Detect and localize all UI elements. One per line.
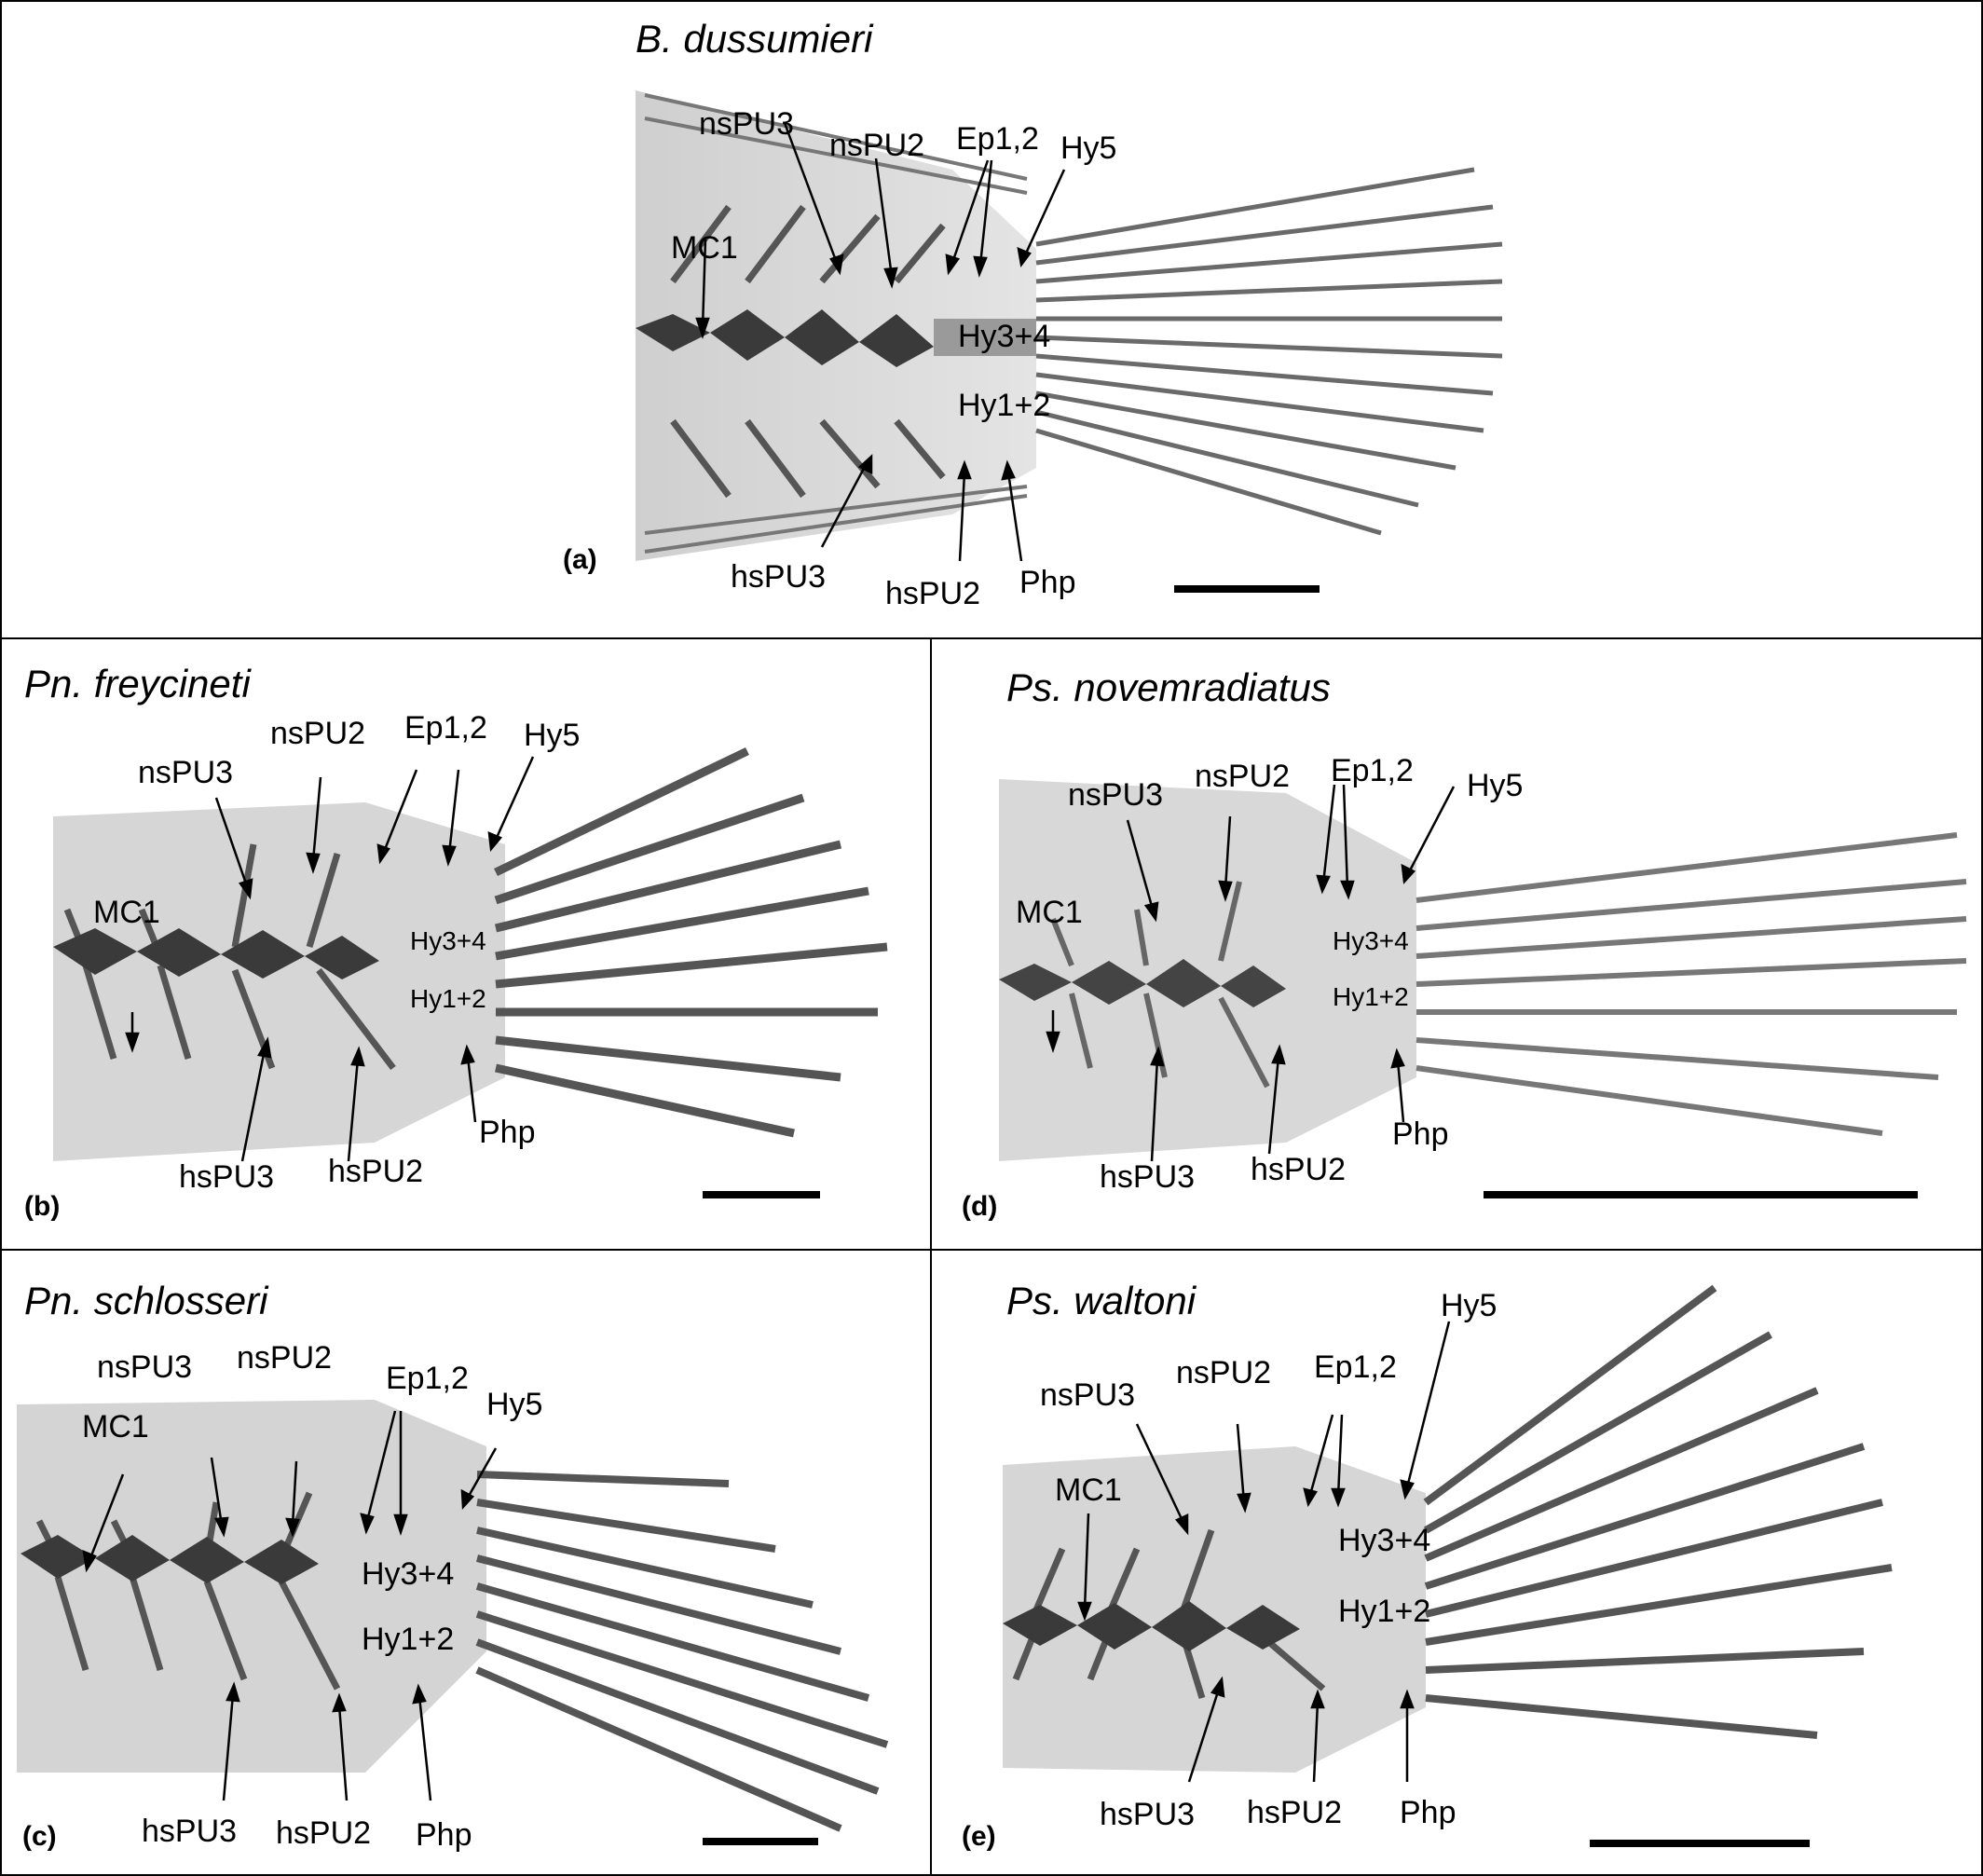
label-nsPU3: nsPU3 bbox=[97, 1349, 193, 1385]
label-hsPU2: hsPU2 bbox=[1251, 1152, 1347, 1187]
label-Ep1-2: Ep1,2 bbox=[956, 121, 1039, 157]
panel-letter: (d) bbox=[962, 1191, 998, 1222]
label-MC1: MC1 bbox=[82, 1409, 149, 1445]
species-name: B. dussumieri bbox=[636, 17, 873, 61]
label-Hy3-4: Hy3+4 bbox=[1333, 926, 1409, 955]
label-hsPU3: hsPU3 bbox=[1100, 1797, 1196, 1832]
label-MC1: MC1 bbox=[671, 230, 738, 266]
label-Hy1-2: Hy1+2 bbox=[362, 1622, 455, 1657]
species-name: Ps. novemradiatus bbox=[1006, 665, 1331, 709]
panel-letter: (c) bbox=[22, 1821, 57, 1852]
fish-skeleton-image-a bbox=[636, 90, 1503, 562]
label-Php: Php bbox=[479, 1115, 536, 1150]
label-nsPU2: nsPU2 bbox=[237, 1340, 333, 1376]
panel-a: B. dussumieri (a) nsPU3 nsPU2 Ep1,2 Hy5 … bbox=[0, 0, 1983, 639]
label-Hy5: Hy5 bbox=[1060, 130, 1117, 166]
label-Hy1-2: Hy1+2 bbox=[958, 388, 1051, 423]
label-hsPU3: hsPU3 bbox=[731, 559, 827, 595]
fish-skeleton-image-d bbox=[999, 779, 1967, 1162]
label-nsPU3: nsPU3 bbox=[699, 106, 795, 142]
fish-skeleton-image-b bbox=[53, 746, 888, 1162]
label-nsPU3: nsPU3 bbox=[138, 755, 234, 790]
label-Php: Php bbox=[1019, 565, 1076, 600]
panel-letter: (a) bbox=[563, 544, 597, 575]
label-nsPU2: nsPU2 bbox=[1195, 759, 1291, 794]
label-Ep1-2: Ep1,2 bbox=[1331, 753, 1414, 788]
label-Hy3-4: Hy3+4 bbox=[958, 319, 1051, 354]
label-hsPU3: hsPU3 bbox=[1100, 1159, 1196, 1195]
scale-bar bbox=[1590, 1840, 1810, 1847]
label-hsPU2: hsPU2 bbox=[1247, 1795, 1343, 1830]
species-name: Pn. freycineti bbox=[24, 662, 251, 705]
label-Php: Php bbox=[416, 1817, 472, 1853]
fish-skeleton-image-c bbox=[17, 1400, 889, 1832]
label-MC1: MC1 bbox=[93, 895, 160, 930]
label-Hy5: Hy5 bbox=[1441, 1288, 1498, 1323]
label-MC1: MC1 bbox=[1055, 1472, 1122, 1508]
label-MC1: MC1 bbox=[1016, 895, 1083, 930]
label-hsPU2: hsPU2 bbox=[885, 576, 981, 611]
label-Hy1-2: Hy1+2 bbox=[410, 984, 486, 1013]
species-name: Pn. schlosseri bbox=[24, 1279, 268, 1322]
label-Php: Php bbox=[1392, 1116, 1449, 1152]
label-nsPU2: nsPU2 bbox=[270, 716, 366, 751]
label-Ep1-2: Ep1,2 bbox=[1314, 1349, 1397, 1385]
label-Hy1-2: Hy1+2 bbox=[1338, 1594, 1431, 1629]
panel-letter: (e) bbox=[962, 1821, 996, 1852]
label-nsPU3: nsPU3 bbox=[1040, 1377, 1136, 1413]
label-Ep1-2: Ep1,2 bbox=[386, 1361, 469, 1396]
label-nsPU3: nsPU3 bbox=[1068, 777, 1164, 813]
label-Hy1-2: Hy1+2 bbox=[1333, 982, 1409, 1011]
panel-b: Pn. freycineti (b) nsPU3 nsPU2 Ep1,2 Hy5… bbox=[0, 637, 932, 1251]
fish-skeleton-image-e bbox=[1003, 1284, 1893, 1783]
label-Ep1-2: Ep1,2 bbox=[404, 710, 487, 746]
label-hsPU2: hsPU2 bbox=[276, 1815, 372, 1851]
panel-letter: (b) bbox=[24, 1191, 61, 1222]
label-hsPU3: hsPU3 bbox=[179, 1159, 275, 1195]
panel-e: Ps. waltoni (e) Hy5 nsPU3 nsPU2 Ep1,2 MC… bbox=[930, 1249, 1983, 1876]
scale-bar bbox=[1484, 1191, 1918, 1198]
label-nsPU2: nsPU2 bbox=[829, 128, 925, 163]
panel-c: Pn. schlosseri (c) MC1 nsPU3 nsPU2 Ep1,2… bbox=[0, 1249, 932, 1876]
species-name: Ps. waltoni bbox=[1006, 1279, 1197, 1322]
scale-bar bbox=[703, 1191, 820, 1198]
label-Hy5: Hy5 bbox=[486, 1387, 543, 1422]
label-Hy5: Hy5 bbox=[1467, 768, 1524, 803]
label-hsPU3: hsPU3 bbox=[142, 1814, 238, 1849]
label-Hy5: Hy5 bbox=[524, 718, 581, 753]
label-Php: Php bbox=[1400, 1795, 1456, 1830]
label-Hy3-4: Hy3+4 bbox=[1338, 1523, 1431, 1558]
label-nsPU2: nsPU2 bbox=[1176, 1355, 1272, 1390]
panel-d: Ps. novemradiatus (d) nsPU3 nsPU2 Ep1,2 … bbox=[930, 637, 1983, 1251]
label-hsPU2: hsPU2 bbox=[328, 1154, 424, 1189]
scale-bar bbox=[703, 1838, 818, 1845]
label-Hy3-4: Hy3+4 bbox=[362, 1556, 455, 1592]
label-Hy3-4: Hy3+4 bbox=[410, 926, 486, 955]
scale-bar bbox=[1174, 585, 1320, 593]
